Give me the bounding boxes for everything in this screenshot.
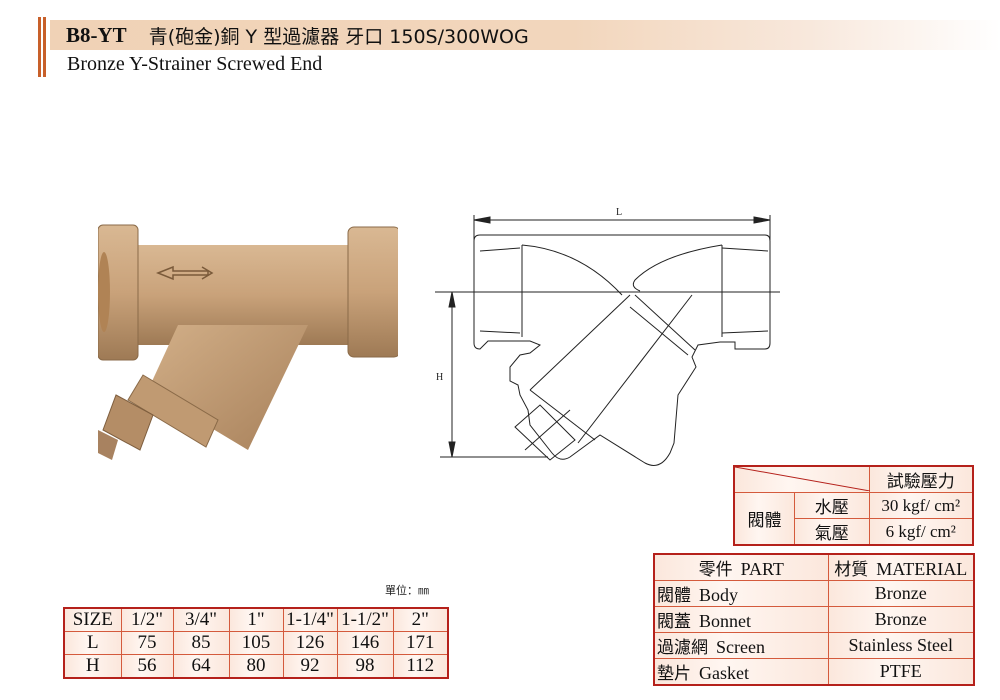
- subtitle-english: Bronze Y-Strainer Screwed End: [67, 53, 323, 75]
- height-cell: 98: [336, 654, 394, 679]
- title-row: B8-YT 青(砲金)銅 Y 型過濾器 牙口 150S/300WOG: [66, 21, 529, 49]
- dimensions-table: SIZE 1/2" 3/4" 1" 1-1/4" 1-1/2" 2" L 75 …: [63, 607, 449, 679]
- part-zh: 閥蓋: [657, 612, 691, 632]
- table-row: 墊片 Gasket PTFE: [653, 658, 975, 686]
- water-pressure-label: 水壓: [793, 492, 870, 519]
- size-cell: 3/4": [172, 607, 230, 632]
- valve-body-label: 閥體: [733, 492, 795, 546]
- length-cell: 85: [172, 631, 230, 655]
- part-en: Screen: [716, 637, 765, 657]
- length-cell: 171: [392, 631, 449, 655]
- size-cell: 1/2": [120, 607, 174, 632]
- test-pressure-header: 試驗壓力: [868, 465, 974, 493]
- material-value: PTFE: [827, 658, 975, 686]
- title-band: [50, 20, 1000, 50]
- part-zh: 過濾網: [657, 638, 708, 658]
- air-pressure-value: 6 kgf/ cm²: [868, 518, 974, 546]
- row-header: L: [63, 631, 122, 655]
- accent-bars: [38, 17, 46, 77]
- row-header: SIZE: [63, 607, 122, 632]
- table-row: SIZE 1/2" 3/4" 1" 1-1/4" 1-1/2" 2": [63, 607, 449, 632]
- diagonal-header-cell: [733, 465, 870, 493]
- diagonal-line: [735, 467, 870, 491]
- height-cell: 112: [392, 654, 449, 679]
- length-cell: 105: [228, 631, 284, 655]
- air-pressure-label: 氣壓: [793, 518, 870, 546]
- size-cell: 1-1/4": [282, 607, 338, 632]
- product-photo: [98, 224, 398, 460]
- height-cell: 64: [172, 654, 230, 679]
- table-row: 過濾網 Screen Stainless Steel: [653, 632, 975, 659]
- row-header: H: [63, 654, 122, 679]
- part-en: Bonnet: [699, 611, 751, 631]
- table-row: 閥體 Body Bronze: [653, 580, 975, 607]
- height-cell: 92: [282, 654, 338, 679]
- length-cell: 75: [120, 631, 174, 655]
- part-en: Body: [699, 585, 739, 605]
- length-cell: 126: [282, 631, 338, 655]
- height-cell: 80: [228, 654, 284, 679]
- arrow-left-icon: [155, 265, 214, 281]
- model-code: B8-YT: [66, 22, 127, 47]
- size-cell: 2": [392, 607, 449, 632]
- material-value: Bronze: [827, 580, 975, 607]
- size-cell: 1-1/2": [336, 607, 394, 632]
- size-cell: 1": [228, 607, 284, 632]
- part-zh: 墊片: [657, 664, 691, 684]
- material-value: Bronze: [827, 606, 975, 633]
- table-row: 閥蓋 Bonnet Bronze: [653, 606, 975, 633]
- length-cell: 146: [336, 631, 394, 655]
- unit-label: 單位：㎜: [385, 584, 429, 597]
- water-pressure-value: 30 kgf/ cm²: [868, 492, 974, 519]
- svg-text:L: L: [616, 207, 622, 218]
- technical-drawing: L H: [435, 207, 780, 466]
- svg-text:H: H: [436, 372, 443, 383]
- table-row: L 75 85 105 126 146 171: [63, 631, 449, 655]
- test-pressure-table: 試驗壓力 閥體 水壓 30 kgf/ cm² 氣壓 6 kgf/ cm²: [733, 465, 974, 546]
- material-value: Stainless Steel: [827, 632, 975, 659]
- table-row: H 56 64 80 92 98 112: [63, 654, 449, 679]
- height-cell: 56: [120, 654, 174, 679]
- part-en: Gasket: [699, 663, 749, 683]
- title-chinese: 青(砲金)銅 Y 型過濾器 牙口 150S/300WOG: [148, 25, 529, 48]
- part-zh: 閥體: [657, 586, 691, 606]
